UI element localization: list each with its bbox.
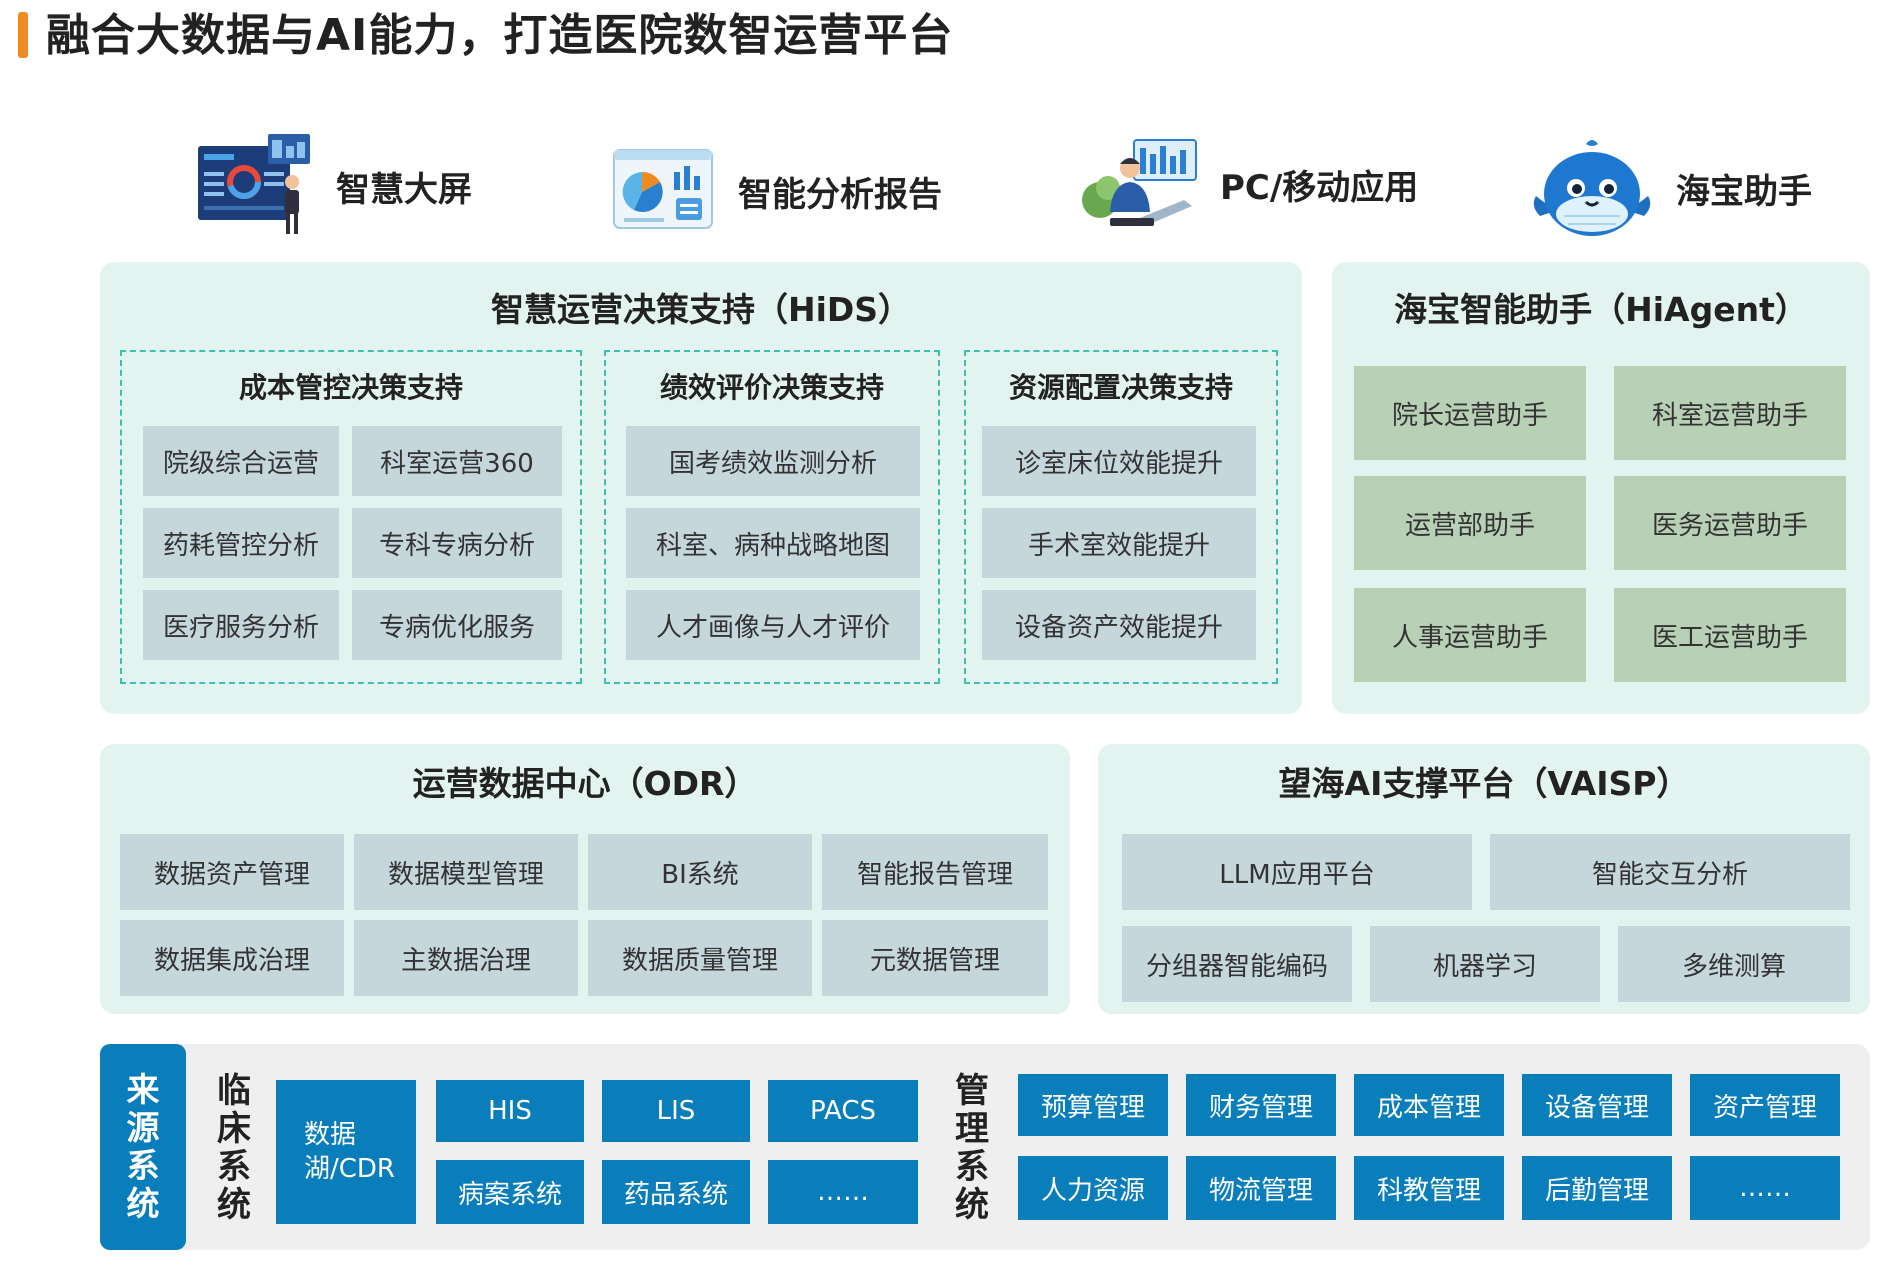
title-accent-bar xyxy=(18,12,28,58)
clinical-systems-text: 临床系统 xyxy=(217,1071,251,1225)
cost-control-group xyxy=(120,350,582,684)
vaisp-box: 智能交互分析 xyxy=(1490,834,1850,910)
page-title: 融合大数据与AI能力，打造医院数智运营平台 xyxy=(46,10,954,61)
clinical-system-box: LIS xyxy=(602,1080,750,1142)
clinical-system-box: HIS xyxy=(436,1080,584,1142)
source-systems-label: 来源系统 xyxy=(100,1044,186,1250)
agent-box: 医务运营助手 xyxy=(1614,476,1846,570)
whale-mascot-icon xyxy=(1530,136,1654,240)
odr-title: 运营数据中心（ODR） xyxy=(412,764,758,803)
mgmt-system-box: …… xyxy=(1690,1156,1840,1220)
big-screen-icon xyxy=(196,132,314,240)
vaisp-title: 望海AI支撑平台（VAISP） xyxy=(1278,764,1690,803)
hiagent-title: 海宝智能助手（HiAgent） xyxy=(1394,290,1808,329)
mgmt-system-box: 预算管理 xyxy=(1018,1074,1168,1136)
odr-box: BI系统 xyxy=(588,834,812,910)
odr-box: 数据资产管理 xyxy=(120,834,344,910)
group-title: 成本管控决策支持 xyxy=(238,371,463,404)
agent-box: 院长运营助手 xyxy=(1354,366,1586,460)
channel-label: 智慧大屏 xyxy=(336,169,472,210)
channel-big-screen: 智慧大屏 xyxy=(196,132,472,240)
feature-box: 人才画像与人才评价 xyxy=(626,590,920,660)
resource-group xyxy=(964,350,1278,684)
feature-box: 专病优化服务 xyxy=(352,590,562,660)
mgmt-system-box: 财务管理 xyxy=(1186,1074,1336,1136)
agent-box: 运营部助手 xyxy=(1354,476,1586,570)
mgmt-system-box: 设备管理 xyxy=(1522,1074,1672,1136)
feature-box: 诊室床位效能提升 xyxy=(982,426,1256,496)
mgmt-system-box: 物流管理 xyxy=(1186,1156,1336,1220)
feature-box: 设备资产效能提升 xyxy=(982,590,1256,660)
clinical-system-box: 病案系统 xyxy=(436,1160,584,1224)
datalake-cdr-box: 数据湖/CDR xyxy=(276,1080,416,1224)
mgmt-system-box: 成本管理 xyxy=(1354,1074,1504,1136)
management-systems-text: 管理系统 xyxy=(955,1071,989,1225)
feature-box: 国考绩效监测分析 xyxy=(626,426,920,496)
odr-box: 数据模型管理 xyxy=(354,834,578,910)
mgmt-system-box: 人力资源 xyxy=(1018,1156,1168,1220)
vaisp-box: 多维测算 xyxy=(1618,926,1850,1002)
report-icon xyxy=(612,148,716,234)
odr-box: 智能报告管理 xyxy=(822,834,1048,910)
feature-box: 科室运营360 xyxy=(352,426,562,496)
channel-label: 智能分析报告 xyxy=(738,174,942,215)
agent-box: 人事运营助手 xyxy=(1354,588,1586,682)
feature-box: 科室、病种战略地图 xyxy=(626,508,920,578)
feature-box: 医疗服务分析 xyxy=(143,590,339,660)
odr-box: 元数据管理 xyxy=(822,920,1048,996)
channel-label: 海宝助手 xyxy=(1676,171,1812,212)
mgmt-system-box: 资产管理 xyxy=(1690,1074,1840,1136)
vaisp-box: 机器学习 xyxy=(1370,926,1600,1002)
source-systems-text: 来源系统 xyxy=(126,1070,160,1223)
vaisp-box: 分组器智能编码 xyxy=(1122,926,1352,1002)
mgmt-system-box: 后勤管理 xyxy=(1522,1156,1672,1220)
channel-haibao-assistant: 海宝助手 xyxy=(1530,136,1812,240)
group-title: 资源配置决策支持 xyxy=(1008,371,1233,404)
vaisp-box: LLM应用平台 xyxy=(1122,834,1472,910)
channel-analysis-report: 智能分析报告 xyxy=(612,148,942,234)
feature-box: 专科专病分析 xyxy=(352,508,562,578)
agent-box: 医工运营助手 xyxy=(1614,588,1846,682)
channel-label: PC/移动应用 xyxy=(1220,167,1419,208)
odr-box: 数据集成治理 xyxy=(120,920,344,996)
feature-box: 院级综合运营 xyxy=(143,426,339,496)
feature-box: 手术室效能提升 xyxy=(982,508,1256,578)
odr-box: 主数据治理 xyxy=(354,920,578,996)
group-title: 绩效评价决策支持 xyxy=(659,371,884,404)
pc-mobile-icon xyxy=(1080,134,1198,234)
performance-group xyxy=(604,350,940,684)
agent-box: 科室运营助手 xyxy=(1614,366,1846,460)
clinical-systems-label: 临床系统 xyxy=(212,1072,256,1232)
clinical-system-box: PACS xyxy=(768,1080,918,1142)
hids-title: 智慧运营决策支持（HiDS） xyxy=(490,290,912,329)
clinical-system-box: 药品系统 xyxy=(602,1160,750,1224)
mgmt-system-box: 科教管理 xyxy=(1354,1156,1504,1220)
channel-pc-mobile: PC/移动应用 xyxy=(1080,134,1418,234)
clinical-system-box: …… xyxy=(768,1160,918,1224)
feature-box: 药耗管控分析 xyxy=(143,508,339,578)
odr-box: 数据质量管理 xyxy=(588,920,812,996)
management-systems-label: 管理系统 xyxy=(950,1072,994,1232)
